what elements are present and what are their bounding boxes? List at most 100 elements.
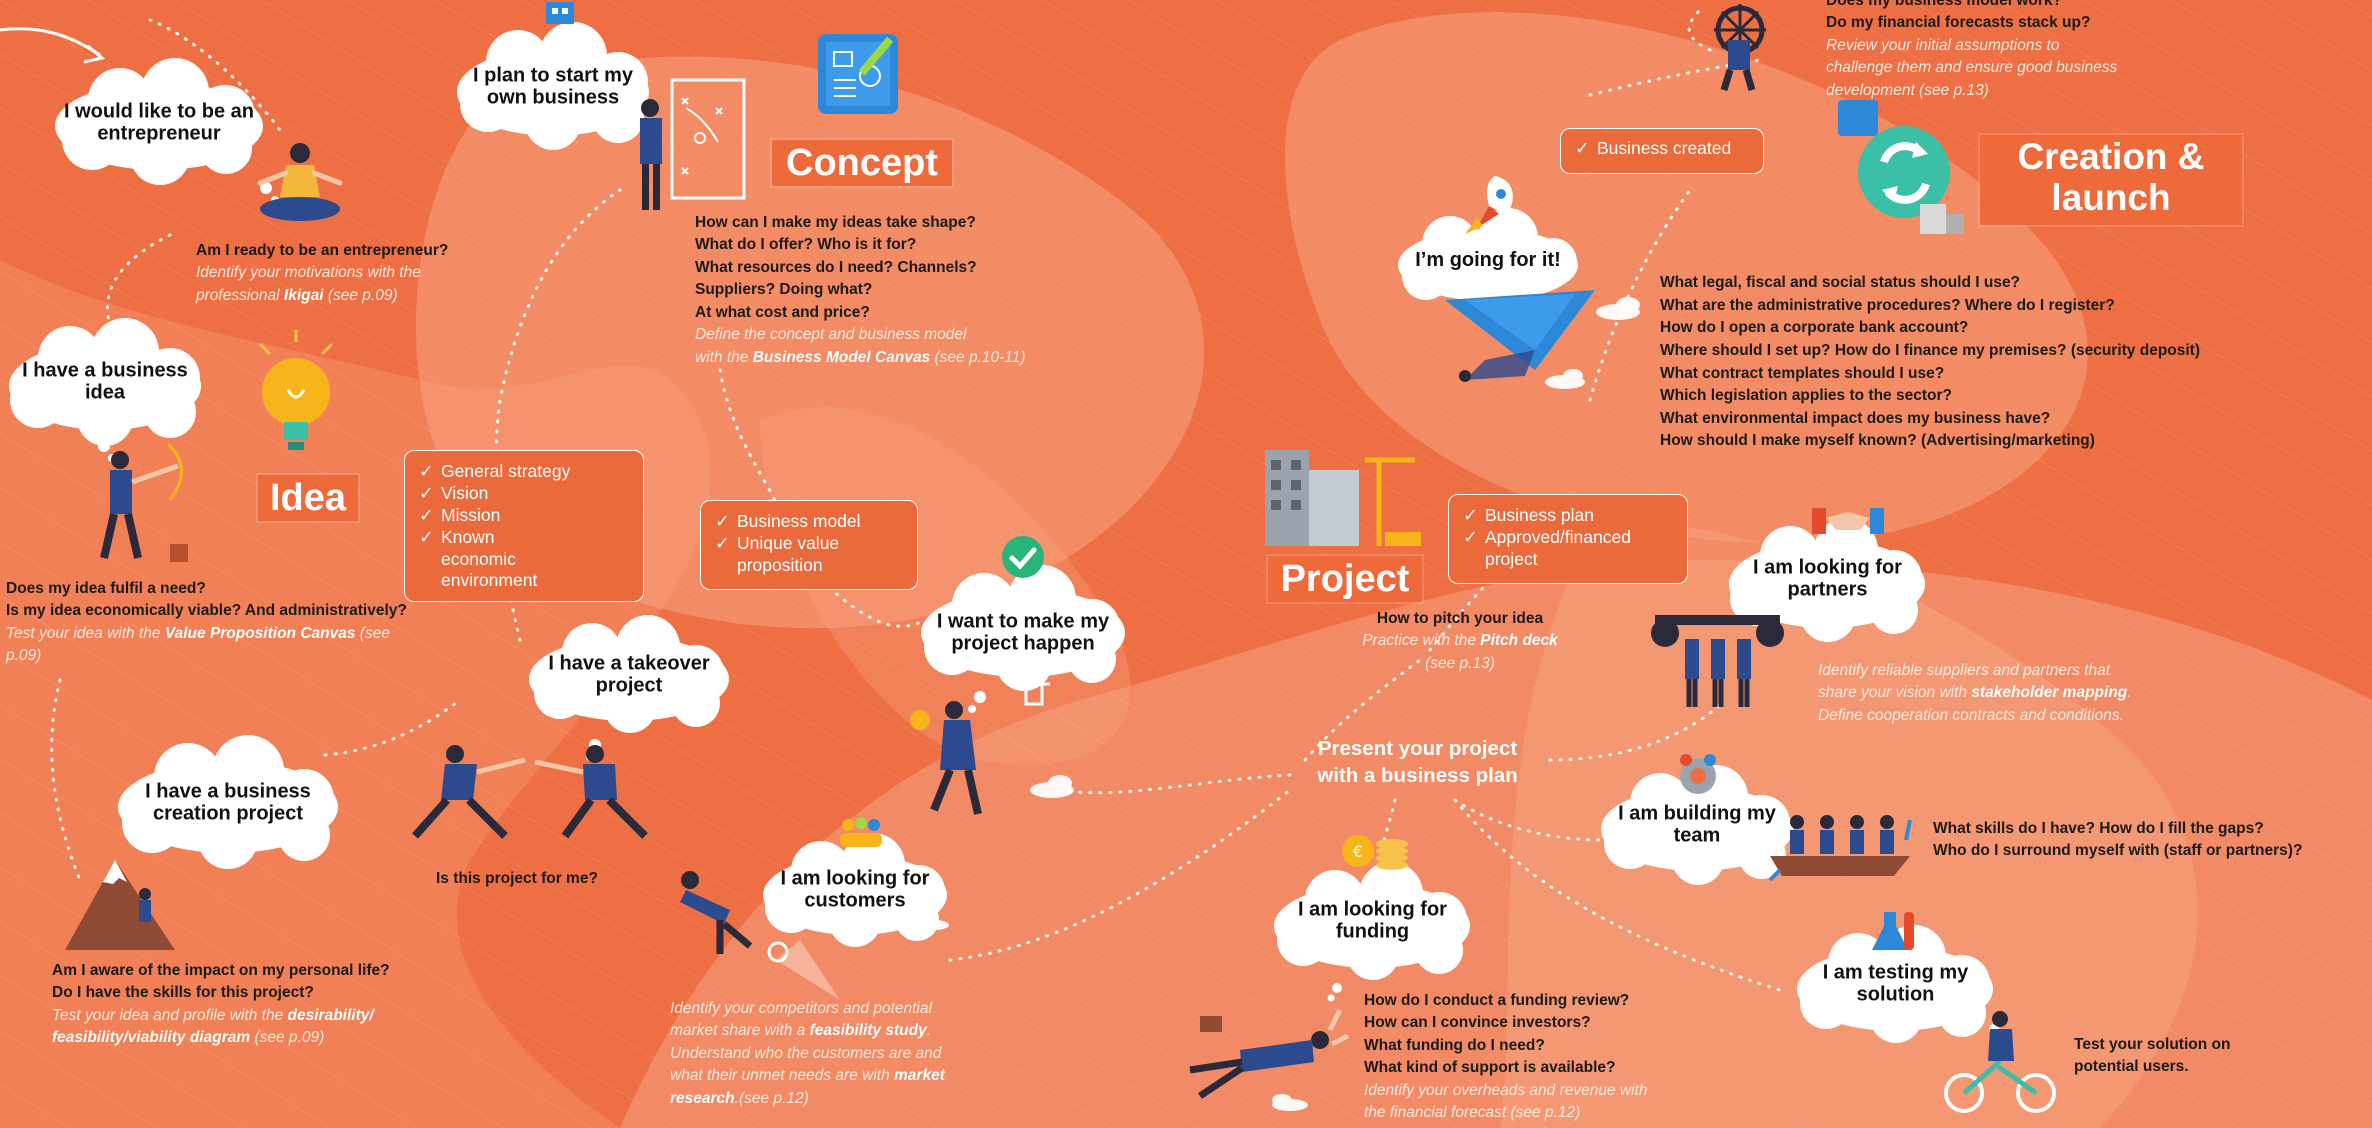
question: What resources do I need? Channels? — [695, 258, 977, 276]
question: How do I open a corporate bank account? — [1660, 319, 1969, 337]
note: Understand who the customers are and — [670, 1044, 942, 1062]
note: Identify your overheads and revenue with — [1364, 1081, 1648, 1099]
note: Define cooperation contracts and conditi… — [1818, 706, 2124, 724]
text-funding: How do I conduct a funding review? How c… — [1364, 990, 1744, 1125]
note: development (see p.13) — [1826, 81, 1989, 99]
text-ready: Am I ready to be an entrepreneur? Identi… — [196, 240, 526, 307]
cloud-customers: I am looking for customers — [755, 833, 955, 947]
note: challenge them and ensure good business — [1826, 59, 2118, 77]
check-icon: ✓ — [1463, 505, 1478, 525]
text-skills: What skills do I have? How do I fill the… — [1933, 818, 2363, 863]
box-item: Business model — [737, 511, 861, 531]
question: Is this project for me? — [436, 870, 598, 887]
question: Where should I set up? How do I finance … — [1660, 341, 2201, 359]
check-icon: ✓ — [419, 504, 434, 525]
question: Does my business model work? — [1826, 0, 2063, 9]
question: Do I have the skills for this project? — [52, 984, 314, 1002]
note: (see p.13) — [1425, 654, 1495, 672]
check-icon: ✓ — [419, 526, 434, 547]
thought-cloud-icon — [1274, 862, 1470, 1002]
check-icon: ✓ — [715, 511, 730, 531]
basketball-jumper-icon — [890, 680, 1050, 830]
check-icon: ✓ — [1575, 138, 1590, 158]
question: Do my financial forecasts stack up? — [1826, 14, 2091, 32]
cloud-label: I am building my team — [1618, 802, 1776, 847]
svg-text:€: € — [1353, 842, 1363, 861]
handshake-icon — [1812, 500, 1884, 540]
team-lifting-icon — [1651, 605, 1784, 710]
thought-cloud-icon — [763, 833, 947, 947]
crowd-icon — [836, 815, 886, 849]
note: with the Business Model Canvas (see p.10… — [695, 348, 1026, 366]
box-item: Mission — [441, 504, 501, 525]
text-competitors: Identify your competitors and potential … — [670, 998, 1030, 1110]
question: What funding do I need? — [1364, 1036, 1545, 1054]
rowing-team-icon — [1768, 800, 1912, 882]
note: Identify your motivations with the — [196, 264, 421, 282]
text-forme: Is this project for me? — [436, 868, 696, 890]
note: research.(see p.12) — [670, 1089, 809, 1107]
cloud-label: I am testing my solution — [1822, 961, 1969, 1006]
note: Review your initial assumptions to — [1826, 36, 2060, 54]
question: What environmental impact does my busine… — [1660, 409, 2051, 427]
box-item: Unique value proposition — [737, 532, 840, 575]
note: Practice with the Pitch deck — [1362, 632, 1558, 650]
check-icon: ✓ — [1463, 526, 1478, 547]
check-icon: ✓ — [419, 482, 434, 503]
cloud-label: I would like to be an entrepreneur — [63, 100, 255, 145]
text-partners: Identify reliable suppliers and partners… — [1818, 660, 2218, 727]
meditating-woman-icon — [250, 135, 350, 230]
cloud-label: I’m going for it! — [1415, 248, 1561, 271]
thought-cloud-icon — [1398, 208, 1578, 312]
question: What contract templates should I use? — [1660, 364, 1945, 382]
text-idea: Does my idea fulfil a need? Is my idea e… — [6, 578, 466, 668]
thought-cloud-icon — [457, 22, 661, 157]
question: At what cost and price? — [695, 303, 870, 321]
magnifier-searcher-icon — [660, 850, 840, 1000]
cloud-label: I have a takeover project — [548, 652, 710, 697]
question: Am I ready to be an entrepreneur? — [196, 242, 449, 259]
text-legal: What legal, fiscal and social status sho… — [1660, 272, 2320, 453]
question: What kind of support is available? — [1364, 1059, 1616, 1077]
gear-team-icon — [1670, 752, 1726, 800]
note: Identify your competitors and potential — [670, 1000, 932, 1017]
question: Is my idea economically viable? And admi… — [6, 602, 407, 620]
title-project: Project — [1268, 556, 1422, 602]
recycle-icon — [1838, 100, 1968, 240]
cloud-funding: I am looking for funding — [1265, 862, 1480, 1002]
rocket-icon — [1455, 170, 1525, 245]
question: Who do I surround myself with (staff or … — [1933, 842, 2303, 860]
note: share your vision with stakeholder mappi… — [1818, 684, 2132, 702]
cloud-idea: I have a business idea — [0, 318, 210, 462]
text-test-users: Test your solution on potential users. — [2074, 1034, 2294, 1079]
question: Does my idea fulfil a need? — [6, 580, 206, 597]
title-concept: Concept — [772, 140, 952, 186]
note: what their unmet needs are with market — [670, 1067, 945, 1085]
question: What skills do I have? How do I fill the… — [1933, 820, 2264, 837]
box-strategy: ✓General strategy ✓Vision ✓Mission ✓Know… — [404, 450, 644, 602]
box-item: Business created — [1597, 138, 1732, 158]
question: What do I offer? Who is it for? — [695, 236, 917, 254]
cloud-label: I want to make my project happen — [936, 610, 1110, 655]
cyclist-icon — [1940, 1005, 2060, 1115]
question: How to pitch your idea — [1376, 610, 1544, 627]
cloud-want: I want to make my project happen — [912, 565, 1134, 713]
thought-cloud-icon — [1729, 518, 1925, 642]
ship-wheel-captain-icon — [1700, 0, 1775, 92]
relay-runners-icon — [395, 740, 660, 850]
building-icon — [540, 0, 580, 26]
cloud-label: I am looking for funding — [1298, 898, 1447, 943]
archer-businessman-icon — [70, 440, 190, 570]
question: Test your solution on — [2074, 1036, 2231, 1053]
flying-businessman-icon — [1180, 1000, 1350, 1110]
text-pitch: How to pitch your idea Practice with the… — [1360, 608, 1560, 675]
note: Test your idea with the Value Propositio… — [6, 624, 390, 642]
question: Which legislation applies to the sector? — [1660, 387, 1952, 405]
cloud-entrepreneur: I would like to be an entrepreneur — [40, 58, 279, 204]
cloud-label: I have a business creation project — [145, 780, 311, 825]
box-item: Approved/financed project — [1485, 526, 1631, 569]
note: professional Ikigai (see p.09) — [196, 286, 398, 304]
coins-icon: € — [1340, 825, 1410, 875]
thought-cloud-icon — [55, 58, 279, 204]
